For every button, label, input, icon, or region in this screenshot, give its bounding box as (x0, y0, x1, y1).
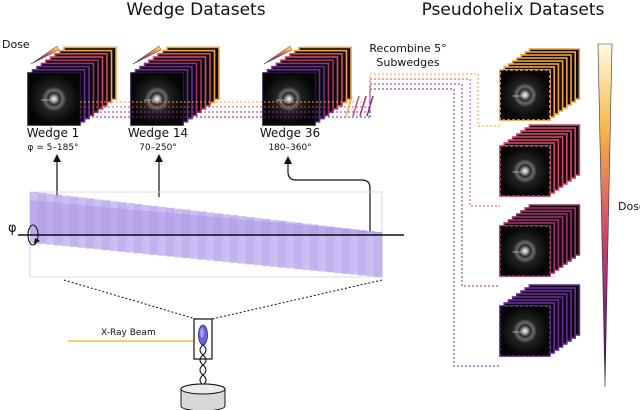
crystal-mount (180, 318, 226, 410)
rotation-slice (350, 229, 359, 275)
projection-lines (63, 279, 383, 320)
subwedge-slice (345, 95, 353, 117)
recombine-route-line (369, 73, 500, 127)
rotation-slice (238, 216, 247, 264)
rotation-slice (286, 221, 295, 269)
wedge-stacks (27, 45, 352, 126)
recombine-route-line (369, 78, 500, 207)
rotation-slice (342, 228, 351, 274)
rotation-slice (150, 205, 159, 255)
wedge-14-range: 70–250° (139, 143, 177, 153)
rotation-slice (302, 223, 311, 270)
wedge-1-range: φ = 5–185° (27, 143, 78, 153)
rotation-slice (310, 224, 319, 271)
rotation-slice (70, 196, 79, 247)
rotation-slice (30, 192, 39, 243)
dose-label-side: Dose (618, 200, 640, 213)
wedge-36-stack (262, 46, 352, 126)
pseudohelix-datasets-title: Pseudohelix Datasets (422, 0, 605, 20)
recombine-route-line (369, 88, 500, 367)
rotation-slice (214, 213, 223, 262)
rotation-slice (102, 200, 111, 251)
wedge-datasets-title: Wedge Datasets (126, 0, 265, 20)
phi-axis: φ (8, 221, 404, 246)
rotation-slice (358, 230, 367, 276)
rotation-slice (246, 217, 255, 265)
recombine-route-line (369, 83, 500, 287)
wedge-36-range: 180–360° (268, 143, 311, 153)
wedge-1-label: Wedge 1 (27, 126, 80, 140)
rotation-slice (174, 208, 183, 258)
dose-wedge-14 (132, 45, 162, 65)
rotation-slice (270, 219, 279, 267)
rotation-slice (366, 231, 375, 277)
phi-label: φ (8, 221, 17, 236)
pseudohelix-stack-1 (499, 48, 581, 121)
rotation-slice (110, 201, 119, 251)
pseudohelix-stack-3 (499, 204, 581, 277)
rotation-slice (142, 205, 151, 255)
rotation-slice (326, 226, 335, 273)
rotation-slice (374, 232, 383, 277)
pseudohelix-stacks (499, 48, 581, 357)
rotation-slice (166, 207, 175, 257)
rotation-slice (254, 218, 263, 266)
subwedge-slice (352, 95, 360, 117)
rotation-slice (78, 197, 87, 248)
rotation-slice (62, 195, 71, 247)
wedge-arrows (53, 154, 371, 232)
pseudohelix-stack-2 (499, 124, 581, 197)
rotation-sheet-front (30, 200, 382, 236)
subwedge-slice (359, 95, 367, 117)
wedge-36-label: Wedge 36 (260, 126, 320, 140)
rotation-slice (230, 215, 239, 263)
rotation-slice (182, 209, 191, 259)
dose-bar (597, 43, 613, 388)
dose-wedge-1 (30, 45, 60, 65)
rotation-slice (46, 193, 55, 245)
recombine-label-line2: Subwedges (376, 56, 439, 69)
rotation-slice (54, 194, 63, 246)
wedge-14-stack (130, 46, 220, 126)
dose-wedge-36 (263, 45, 293, 65)
rotation-slice (262, 218, 271, 266)
pseudohelix-stack-4 (499, 284, 581, 357)
rotation-slice (334, 227, 343, 274)
rotation-slice (118, 202, 127, 252)
rotation-slice (94, 199, 103, 250)
recombine-label-line1: Recombine 5° (369, 42, 446, 55)
rotation-slice (86, 198, 95, 249)
dose-label-top: Dose (2, 38, 30, 51)
rotation-slice (38, 192, 47, 244)
rotation-slice (278, 220, 287, 268)
rotation-slice (158, 206, 167, 256)
rotation-slice (222, 214, 231, 262)
recombine-lines (80, 73, 500, 367)
rotation-slice (318, 225, 327, 272)
x-ray-beam-label: X-Ray Beam (101, 328, 156, 338)
rotation-slice (294, 222, 303, 270)
rotation-slice (134, 204, 143, 254)
wedge-14-label: Wedge 14 (128, 126, 188, 140)
rotation-slice (206, 212, 215, 261)
rotation-slice (126, 203, 135, 253)
